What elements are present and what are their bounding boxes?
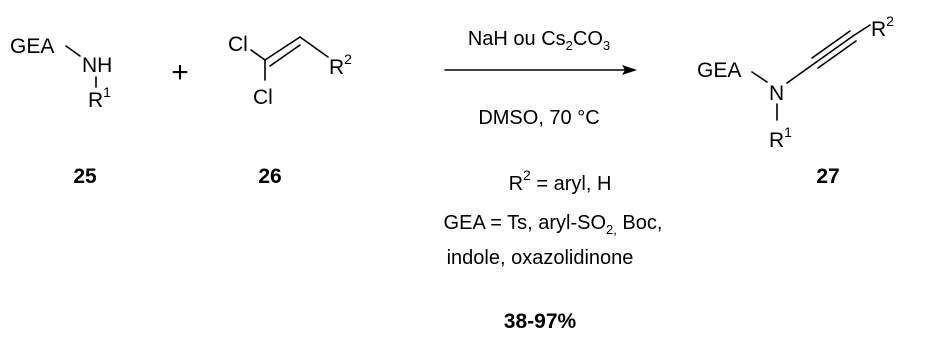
amine-r1-index: 1 bbox=[103, 84, 111, 100]
arrow-reagents: NaH ou Cs2CO3 bbox=[468, 28, 610, 53]
arrow-solvent-temperature: DMSO, 70 °C bbox=[478, 107, 599, 129]
product-gea-n-bond bbox=[751, 71, 768, 83]
scope-r2-letter: R bbox=[509, 173, 523, 195]
compound-number-25: 25 bbox=[73, 165, 97, 188]
reagent-subscript-1: 2 bbox=[566, 38, 573, 53]
alkene-cl-top-bond bbox=[250, 49, 266, 61]
product-r2-letter: R bbox=[871, 18, 886, 41]
product-r2-label: R2 bbox=[871, 13, 894, 41]
product-ynamide: GEA N R1 R2 27 bbox=[697, 13, 894, 188]
alkyne-triple-bond-center bbox=[814, 35, 854, 64]
alkene-cl-bottom-label: Cl bbox=[253, 86, 273, 109]
product-r1-letter: R bbox=[769, 129, 784, 152]
reagent-part-1: NaH ou Cs bbox=[468, 28, 566, 50]
reactant-amine: GEA NH R1 25 bbox=[10, 35, 112, 188]
scope-gea-subscript: 2, bbox=[606, 222, 617, 237]
arrow-head bbox=[622, 65, 637, 75]
yield-range: 38-97% bbox=[504, 310, 577, 333]
product-r1-label: R1 bbox=[769, 124, 792, 152]
alkyne-triple-bond-lower bbox=[817, 40, 857, 69]
reactant-dichloroalkene: Cl Cl R2 26 bbox=[228, 33, 352, 188]
amine-gea-label: GEA bbox=[10, 35, 54, 58]
amine-nh-label: NH bbox=[82, 54, 112, 77]
scope-notes: R2 = aryl, H GEA = Ts, aryl-SO2, Boc, in… bbox=[444, 167, 663, 333]
alkene-double-bond-inner bbox=[269, 44, 301, 67]
product-n-label: N bbox=[769, 82, 784, 105]
compound-number-27: 27 bbox=[816, 165, 839, 188]
reaction-arrow: NaH ou Cs2CO3 DMSO, 70 °C bbox=[444, 28, 637, 129]
scope-r2-index: 2 bbox=[523, 167, 531, 183]
plus-sign: + bbox=[171, 56, 189, 89]
product-r2-index: 2 bbox=[886, 13, 894, 29]
alkene-r2-index: 2 bbox=[344, 51, 352, 67]
scope-gea-part-2: Boc, bbox=[617, 212, 663, 234]
product-r1-index: 1 bbox=[784, 124, 792, 140]
scope-gea-part-1: GEA = Ts, aryl-SO bbox=[444, 212, 606, 234]
alkene-double-bond-outer bbox=[264, 36, 301, 61]
scope-r2-values: = aryl, H bbox=[531, 173, 612, 195]
alkyne-triple-bond-upper bbox=[811, 30, 851, 59]
compound-number-26: 26 bbox=[258, 165, 281, 188]
alkene-r2-bond bbox=[299, 36, 329, 58]
scope-gea-definition-line-2: indole, oxazolidinone bbox=[447, 247, 634, 269]
amine-r1-letter: R bbox=[88, 89, 103, 112]
amine-gea-n-bond bbox=[65, 45, 81, 57]
reagent-part-2: CO bbox=[573, 28, 603, 50]
alkyne-r2-bond bbox=[852, 24, 871, 37]
reagent-subscript-2: 3 bbox=[603, 38, 610, 53]
alkene-r2-letter: R bbox=[329, 56, 344, 79]
alkene-cl-top-label: Cl bbox=[228, 33, 248, 56]
scope-gea-definition: GEA = Ts, aryl-SO2, Boc, bbox=[444, 212, 663, 237]
alkene-r2-label: R2 bbox=[329, 51, 352, 79]
product-gea-label: GEA bbox=[697, 59, 741, 82]
scope-r2-definition: R2 = aryl, H bbox=[509, 167, 612, 195]
product-n-alkyne-bond bbox=[786, 62, 816, 84]
amine-r1-label: R1 bbox=[88, 84, 111, 112]
